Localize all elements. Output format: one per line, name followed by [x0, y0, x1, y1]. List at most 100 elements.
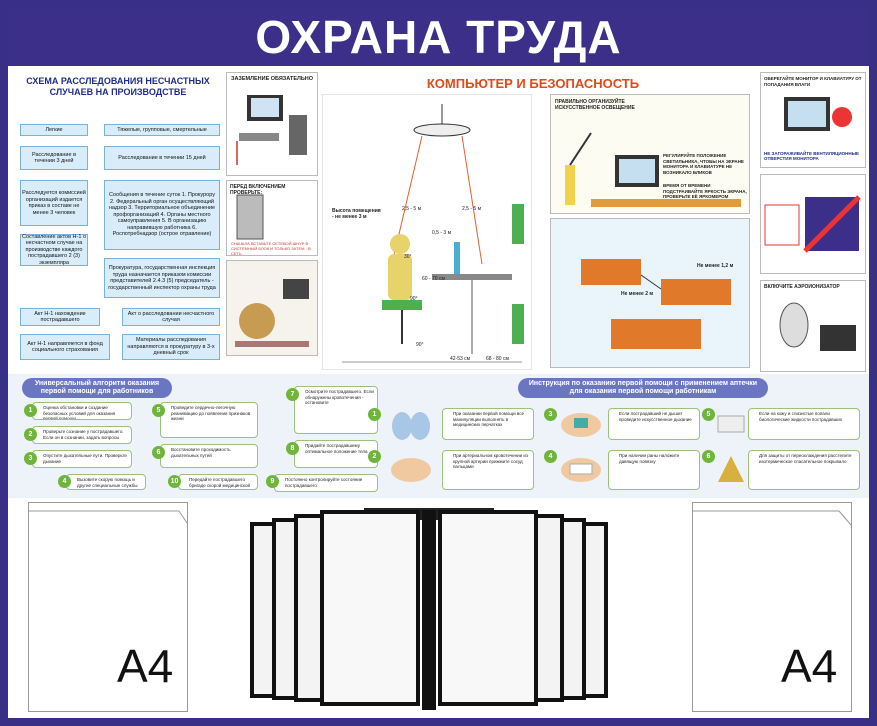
scheme-act-right: Акт о расследовании несчастного случая — [122, 308, 220, 326]
workstation-picture — [235, 279, 309, 347]
computer-grounding-illustration — [236, 95, 307, 165]
kit-step-number: 5 — [702, 408, 715, 421]
scheme-col-left-head: Легкие — [20, 124, 88, 136]
kit-step-number: 4 — [544, 450, 557, 463]
room-height-label: Высота помещения - не менее 3 м — [332, 208, 381, 220]
kit-step: При оказании первой помощи все манипуляц… — [442, 408, 534, 440]
scheme-title: СХЕМА РАССЛЕДОВАНИЯ НЕСЧАСТНЫХ СЛУЧАЕВ Н… — [26, 76, 210, 97]
scheme-left-box: Расследуется комиссией организаций издае… — [20, 180, 88, 226]
kit-step-number: 3 — [544, 408, 557, 421]
a4-pocket-right[interactable]: A4 — [692, 502, 852, 712]
kit-step-number: 6 — [702, 450, 715, 463]
room-distance-2: Не менее 2 м — [621, 291, 654, 297]
a4-label-right: A4 — [781, 640, 838, 692]
before-on-title: ПЕРЕД ВКЛЮЧЕНИЕМ ПРОВЕРЬТЕ: — [230, 184, 286, 196]
flip-panel-system[interactable] — [244, 502, 614, 714]
before-switch-on-panel: ПЕРЕД ВКЛЮЧЕНИЕМ ПРОВЕРЬТЕ: СНАЧАЛА ВСТА… — [226, 180, 318, 256]
distance-label-5: 42-53 см — [450, 356, 471, 362]
room-distance-1: Не менее 1,2 м — [697, 263, 734, 269]
kit-step-number: 1 — [368, 408, 381, 421]
scheme-left-box: Расследование в течении 3 дней — [20, 146, 88, 170]
computer-safety-panel: КОМПЬЮТЕР И БЕЗОПАСНОСТЬ Высота помещени… — [322, 72, 752, 372]
scheme-final-right: Материалы расследования направляются в п… — [122, 334, 220, 360]
algo-step-number: 3 — [24, 452, 37, 465]
no-obstruction-sign-panel — [760, 174, 866, 274]
algo-step-number: 10 — [168, 475, 181, 488]
bandage-icon — [561, 458, 601, 482]
scheme-right-box: Расследование в течении 15 дней — [104, 146, 220, 170]
aeroionizer-panel: ВКЛЮЧИТЕ АЭРОИОНИЗАТОР — [760, 280, 866, 372]
scheme-left-box: Составление актов Н-1 о несчастном случа… — [20, 233, 88, 266]
kit-step: При наличии раны наложите давящую повязк… — [608, 450, 700, 490]
header-bar: ОХРАНА ТРУДА — [8, 8, 869, 66]
pocket-corner-left — [29, 510, 188, 524]
office-layout-panel: Не менее 1,2 м Не менее 2 м — [550, 218, 750, 368]
first-aid-band: Универсальный алгоритм оказания первой п… — [8, 374, 869, 498]
ergonomics-diagram — [322, 94, 532, 370]
prohibition-sign — [764, 195, 861, 253]
algo-step: Проверьте сознание у пострадавшего. Если… — [32, 426, 132, 444]
page-title: ОХРАНА ТРУДА — [255, 11, 622, 63]
algo-step-number: 8 — [286, 442, 299, 455]
a4-pocket-left[interactable]: A4 — [28, 502, 188, 712]
lighting-panel: ПРАВИЛЬНО ОРГАНИЗУЙТЕ ИСКУССТВЕННОЕ ОСВЕ… — [550, 94, 750, 214]
algo-step: Осмотрите пострадавшего. Если обнаружены… — [294, 386, 378, 434]
kit-step: При артериальном кровотечении из крупной… — [442, 450, 534, 490]
a4-label-left: A4 — [117, 640, 174, 692]
algo-step: Оценка обстановки и создание безопасных … — [32, 402, 132, 420]
before-on-caption: СНАЧАЛА ВСТАВЬТЕ СЕТЕВОЙ ШНУР В СИСТЕМНЫ… — [231, 241, 311, 256]
gloves-icon — [392, 412, 430, 440]
algo-step: Вызовите скорую помощь и другие специаль… — [66, 474, 146, 490]
computer-safety-title: КОМПЬЮТЕР И БЕЗОПАСНОСТЬ — [426, 76, 640, 91]
stand-board: ОХРАНА ТРУДА СХЕМА РАССЛЕДОВАНИЯ НЕСЧАСТ… — [8, 8, 869, 718]
distance-label-6: 68 - 80 см — [486, 356, 509, 362]
scheme-right-box: Прокуратура, государственная инспекция т… — [104, 258, 220, 298]
thermal-blanket-icon — [718, 456, 744, 482]
scheme-col-right-head: Тяжелые, групповые, смертельные — [104, 124, 220, 136]
algo-step: Восстановите проходимость дыхательных пу… — [160, 444, 258, 468]
monitor-moisture-illustration — [784, 97, 852, 131]
algo-step-number: 7 — [286, 388, 299, 401]
hands-pressing-icon — [391, 458, 431, 482]
distance-label-1: 2,5 - 5 м — [402, 206, 422, 212]
brightness-note: ВРЕМЯ ОТ ВРЕМЕНИ ПОДСТРАИВАЙТЕ ЯРКОСТЬ Э… — [663, 183, 747, 199]
algorithm-title: Универсальный алгоритм оказания первой п… — [22, 378, 172, 398]
algo-step: Опустите дыхательные пути. Проверьте дых… — [32, 450, 132, 468]
desk-lamp-illustration — [565, 132, 741, 207]
algo-step: Придайте пострадавшему оптимальное полож… — [294, 440, 378, 468]
angle-label-2: 90° — [416, 342, 424, 348]
protect-from-moisture-panel: ОБЕРЕГАЙТЕ МОНИТОР И КЛАВИАТУРУ ОТ ПОПАД… — [760, 72, 866, 168]
workstation-illustration — [226, 260, 318, 356]
angle-label-1: 90° — [410, 296, 418, 302]
vent-note: НЕ ЗАГОРАЖИВАЙТЕ ВЕНТИЛЯЦИОННЫЕ ОТВЕРСТИ… — [764, 151, 860, 161]
wipes-icon — [717, 415, 745, 433]
breathing-mask-icon — [561, 413, 601, 437]
scheme-act-left: Акт Н-1 нахождение пострадавшего — [20, 308, 100, 326]
angle-label-3: 30° — [404, 254, 412, 260]
lighting-note: ПРАВИЛЬНО ОРГАНИЗУЙТЕ ИСКУССТВЕННОЕ ОСВЕ… — [555, 99, 635, 111]
system-unit-illustration — [236, 194, 264, 240]
algo-step-number: 6 — [152, 446, 165, 459]
algo-step-number: 4 — [58, 475, 71, 488]
distance-label-2: 2,5 - 5 м — [462, 206, 482, 212]
kit-step: Если на кожу и слизистые попали биологич… — [748, 408, 860, 440]
algo-step: Передайте пострадавшего бригаде скорой м… — [178, 474, 258, 490]
algo-step-number: 1 — [24, 404, 37, 417]
office-layout-illustration — [581, 259, 731, 349]
algo-step-number: 2 — [24, 428, 37, 441]
aeroionizer-title: ВКЛЮЧИТЕ АЭРОИОНИЗАТОР — [764, 284, 840, 290]
scheme-final-left: Акт Н-1 направляется в фонд социального … — [20, 334, 110, 360]
algo-step: Проведите сердечно-легочную реанимацию д… — [160, 402, 258, 438]
ionizer-illustration — [779, 302, 856, 351]
algo-step-number: 9 — [266, 475, 279, 488]
grounding-title: ЗАЗЕМЛЕНИЕ ОБЯЗАТЕЛЬНО — [231, 76, 314, 82]
kit-step-number: 2 — [368, 450, 381, 463]
screen-glare-note: РЕГУЛИРУЙТЕ ПОЛОЖЕНИЕ СВЕТИЛЬНИКА, ЧТОБЫ… — [663, 153, 744, 175]
protect-title: ОБЕРЕГАЙТЕ МОНИТОР И КЛАВИАТУРУ ОТ ПОПАД… — [764, 76, 862, 87]
kit-step: Для защиты от переохлаждения расстелите … — [748, 450, 860, 490]
algo-step-number: 5 — [152, 404, 165, 417]
distance-label-4: 60 - 70 см — [422, 276, 445, 282]
algo-step: Постоянно контролируйте состояние постра… — [274, 474, 378, 492]
distance-label-3: 0,5 - 3 м — [432, 230, 452, 236]
investigation-scheme: СХЕМА РАССЛЕДОВАНИЯ НЕСЧАСТНЫХ СЛУЧАЕВ Н… — [12, 72, 224, 372]
